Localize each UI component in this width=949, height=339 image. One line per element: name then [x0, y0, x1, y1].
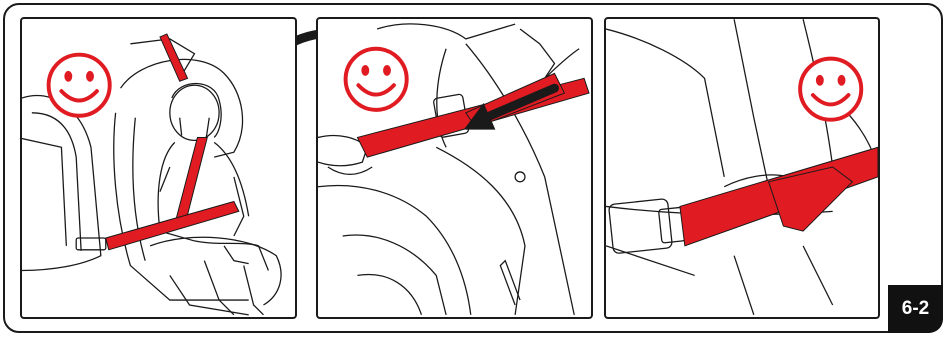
- figure-number-badge: 6-2: [888, 285, 943, 333]
- smiley-face-icon: [800, 59, 861, 120]
- child-seat-illustration: [22, 19, 295, 317]
- panel-buckle-closeup: [604, 17, 880, 319]
- panel-child-seated: [20, 17, 297, 319]
- smiley-face-icon: [346, 49, 407, 110]
- buckle-closeup-illustration: [606, 19, 878, 317]
- smiley-face-icon: [49, 55, 110, 116]
- belt-guide-illustration: [318, 19, 591, 317]
- panel-belt-guide: [316, 17, 593, 319]
